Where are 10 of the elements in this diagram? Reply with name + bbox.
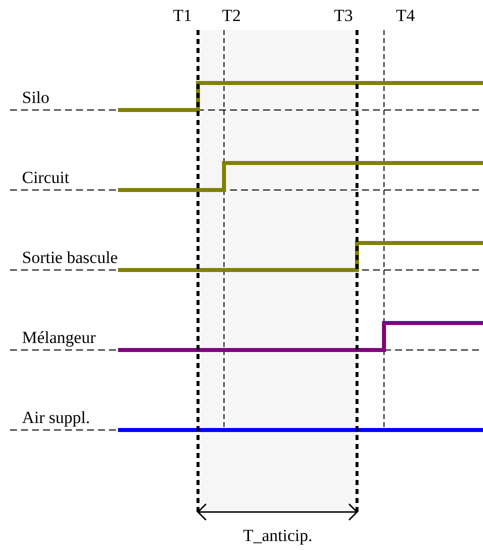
signal-label: Silo — [22, 88, 50, 108]
duration-label: T_anticip. — [243, 526, 312, 546]
time-label: T2 — [222, 6, 241, 26]
signal-label: Circuit — [22, 168, 70, 188]
signal-label: Air suppl. — [22, 408, 90, 428]
time-label: T1 — [173, 6, 192, 26]
signal-label: Sortie bascule — [22, 248, 118, 268]
signal-label: Mélangeur — [22, 328, 96, 348]
time-label: T3 — [334, 6, 353, 26]
time-label: T4 — [396, 6, 415, 26]
